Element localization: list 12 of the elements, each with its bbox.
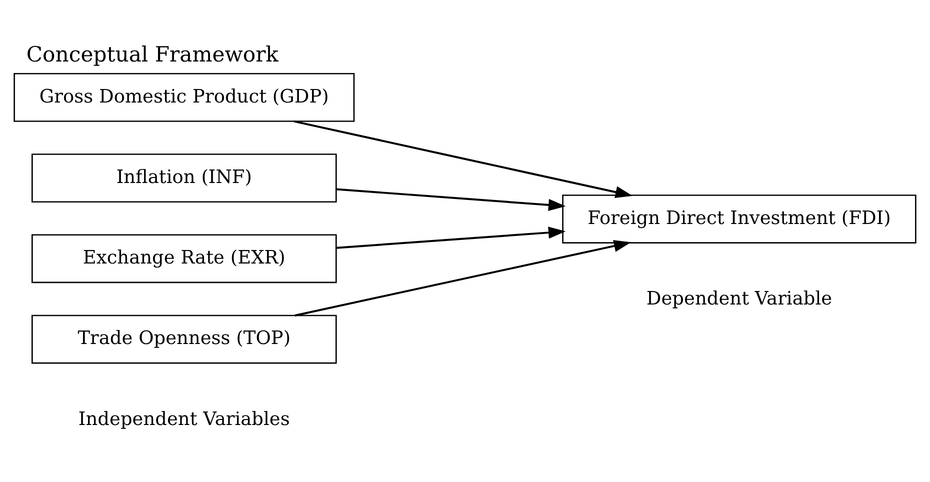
arrow xyxy=(294,120,633,198)
node-box: Exchange Rate (EXR) xyxy=(32,234,337,283)
node-box: Inflation (INF) xyxy=(32,153,337,202)
diagram-title: Conceptual Framework xyxy=(26,40,278,66)
label: Independent Variables xyxy=(78,408,290,430)
arrow xyxy=(336,188,566,210)
node-box: Gross Domestic Product (GDP) xyxy=(14,72,355,122)
arrow xyxy=(336,226,566,248)
node-box: Trade Openness (TOP) xyxy=(32,314,337,364)
label: Dependent Variable xyxy=(646,288,832,310)
arrow xyxy=(294,240,632,316)
node-box: Foreign Direct Investment (FDI) xyxy=(562,194,916,243)
